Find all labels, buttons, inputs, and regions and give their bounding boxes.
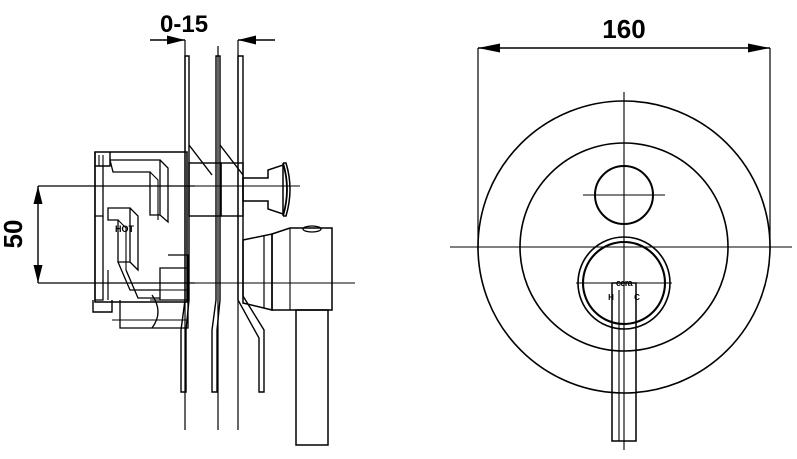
- front-face-view: 160 cera H C: [450, 14, 792, 450]
- hot-label: HOT: [115, 224, 135, 234]
- brand-logo-label: cera: [616, 278, 634, 288]
- hot-mark-label: H: [608, 293, 614, 302]
- dimension-label-projection: 0-15: [160, 11, 208, 38]
- side-section-view: 0-15 50 HOT: [0, 11, 355, 446]
- dimension-label-face-diameter: 160: [602, 14, 645, 44]
- dimension-label-centre-spacing: 50: [0, 220, 28, 249]
- cold-mark-label: C: [634, 293, 640, 302]
